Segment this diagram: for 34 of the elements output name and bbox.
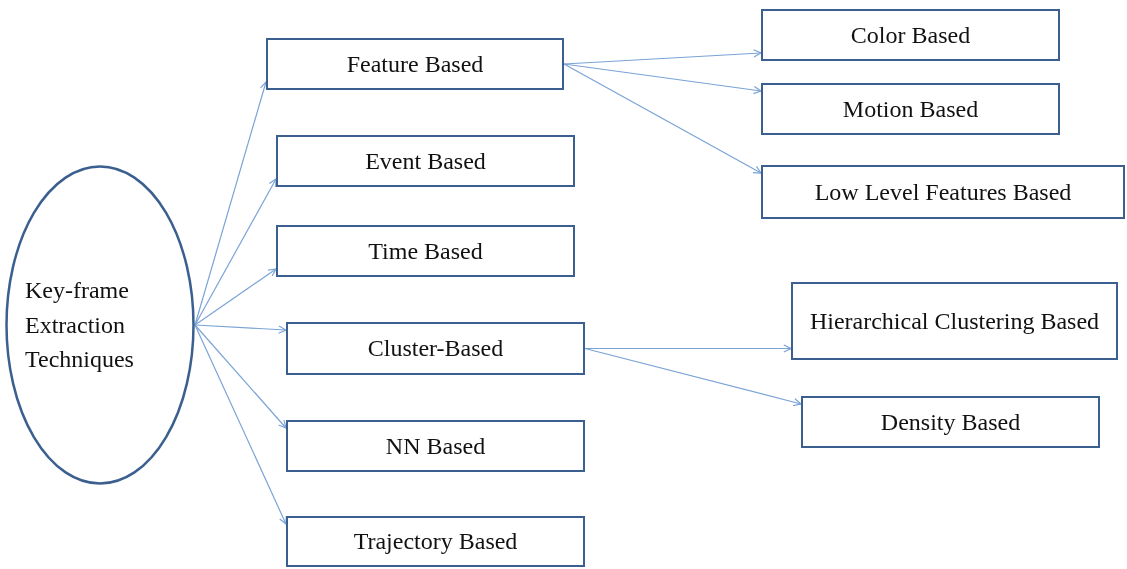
node-label: NN Based bbox=[385, 431, 486, 461]
arrow bbox=[194, 178, 277, 326]
process-box bbox=[761, 9, 1060, 61]
node-label: Time Based bbox=[368, 236, 483, 266]
node-label: Trajectory Based bbox=[353, 527, 518, 556]
arrow bbox=[563, 63, 762, 174]
node-label: Cluster-Based bbox=[367, 334, 504, 363]
arrow bbox=[194, 324, 287, 334]
process-box bbox=[276, 225, 575, 277]
node-label: Event Based bbox=[365, 146, 486, 176]
arrow bbox=[584, 347, 802, 407]
process-box bbox=[761, 83, 1060, 135]
process-box bbox=[286, 516, 585, 567]
process-box bbox=[276, 135, 575, 187]
node-label: Density Based bbox=[880, 407, 1021, 437]
arrow bbox=[194, 268, 277, 326]
node-label: Low Level Features Based bbox=[814, 177, 1072, 207]
process-box bbox=[286, 322, 585, 375]
process-box bbox=[801, 396, 1100, 448]
process-box bbox=[286, 420, 585, 472]
arrow bbox=[563, 49, 762, 65]
node-label: Hierarchical Clustering Based bbox=[809, 306, 1100, 336]
node-label: Key-frame Extraction Techniques bbox=[25, 275, 135, 375]
node-label: Color Based bbox=[850, 20, 971, 50]
process-box bbox=[791, 282, 1118, 360]
arrow bbox=[563, 63, 762, 95]
node-label: Feature Based bbox=[346, 49, 484, 79]
process-box bbox=[266, 38, 564, 90]
ellipse-node bbox=[5, 165, 195, 485]
process-box bbox=[761, 165, 1125, 219]
arrow bbox=[194, 324, 287, 429]
arrow bbox=[584, 344, 792, 353]
arrow bbox=[194, 324, 287, 525]
node-label: Motion Based bbox=[842, 94, 979, 124]
